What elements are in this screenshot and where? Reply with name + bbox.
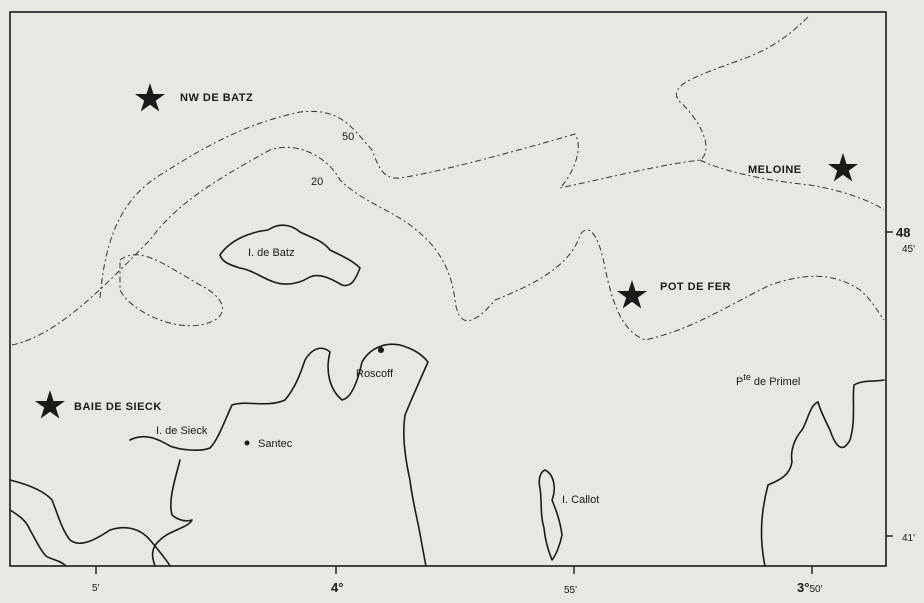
primel-superscript: te [743,372,751,382]
coastline-lower-left [9,509,67,567]
axis-label-bottom-3: 55' [564,585,577,596]
star-icon-meloine [828,153,858,182]
axis-label-right-2: 41' [902,533,915,544]
star-icon-nw-de-batz [135,83,165,112]
coastline-east-primel [760,379,885,567]
site-label-meloine: MELOINE [748,164,802,176]
coastline-ile-de-batz [219,224,361,287]
primel-suffix: de Primel [751,376,801,388]
coastline-sieck-south [151,459,193,567]
axis-label-right-1-main: 48 [896,225,910,240]
primel-prefix: P [736,376,743,388]
site-label-nw-de-batz: NW DE BATZ [180,92,253,104]
axis-label-right-1-sub: 45' [902,244,915,255]
coastline-santec-roscoff [129,343,429,567]
axis-label-bottom-4: 3°50' [797,580,823,595]
contour-line-20 [11,146,885,346]
contour-label-20: 20 [311,176,323,188]
place-label-ile-de-batz: I. de Batz [248,247,294,259]
coastline-ile-callot [538,469,563,561]
star-icon-pot-de-fer [617,280,647,309]
contour-line-50 [99,14,811,299]
place-label-ile-de-sieck: I. de Sieck [156,425,208,437]
axis-label-bottom-4-sub: 50' [809,584,822,595]
site-label-pot-de-fer: POT DE FER [660,281,731,293]
contour-line-outer [119,254,223,327]
site-label-baie-de-sieck: BAIE DE SIECK [74,401,162,413]
roscoff-town-dot [378,347,384,353]
santec-town-dot [244,440,250,446]
contour-line-north-east [699,159,885,211]
axis-label-bottom-4-main: 3° [797,580,809,595]
axis-label-bottom-1: 5' [92,583,100,594]
contour-label-50: 50 [342,131,354,143]
coastline-mainland-west [9,479,171,567]
map-frame [9,11,887,567]
place-label-ile-callot: I. Callot [562,494,599,506]
axis-label-bottom-2: 4° [331,580,343,595]
place-label-roscoff: Roscoff [356,368,394,380]
star-icon-baie-de-sieck [35,390,65,419]
place-label-pointe-de-primel: Pte de Primel [736,372,800,388]
place-label-santec: Santec [258,438,293,450]
